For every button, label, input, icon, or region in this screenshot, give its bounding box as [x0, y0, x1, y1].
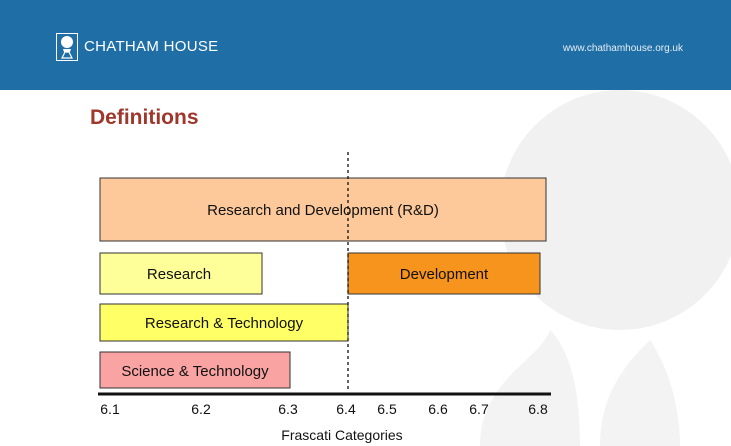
tick-label: 6.5	[377, 401, 397, 417]
page-title: Definitions	[90, 106, 199, 129]
box-science-technology-label: Science & Technology	[121, 363, 269, 380]
box-rnd-label: Research and Development (R&D)	[207, 202, 439, 219]
tick-label: 6.2	[191, 401, 211, 417]
box-research-label: Research	[147, 266, 211, 283]
box-development-label: Development	[400, 266, 489, 283]
tick-label: 6.8	[528, 401, 548, 417]
box-rnd: Research and Development (R&D)	[99, 177, 547, 242]
tick-label: 6.6	[428, 401, 448, 417]
header-banner: CHATHAM HOUSE www.chathamhouse.org.uk	[0, 0, 731, 90]
box-research-technology-label: Research & Technology	[145, 315, 304, 332]
tick-label: 6.3	[278, 401, 298, 417]
website-url[interactable]: www.chathamhouse.org.uk	[562, 43, 683, 54]
box-research: Research	[99, 252, 263, 295]
box-science-technology: Science & Technology	[99, 351, 291, 389]
brand-name: CHATHAM HOUSE	[84, 38, 219, 55]
globe-watermark	[480, 90, 731, 446]
axis-title: Frascati Categories	[281, 427, 402, 443]
tick-label: 6.7	[469, 401, 489, 417]
tick-label: 6.1	[100, 401, 120, 417]
box-development: Development	[347, 252, 541, 295]
tick-label: 6.4	[336, 401, 356, 417]
box-research-technology: Research & Technology	[99, 303, 349, 342]
chatham-house-logo-icon	[56, 33, 78, 61]
